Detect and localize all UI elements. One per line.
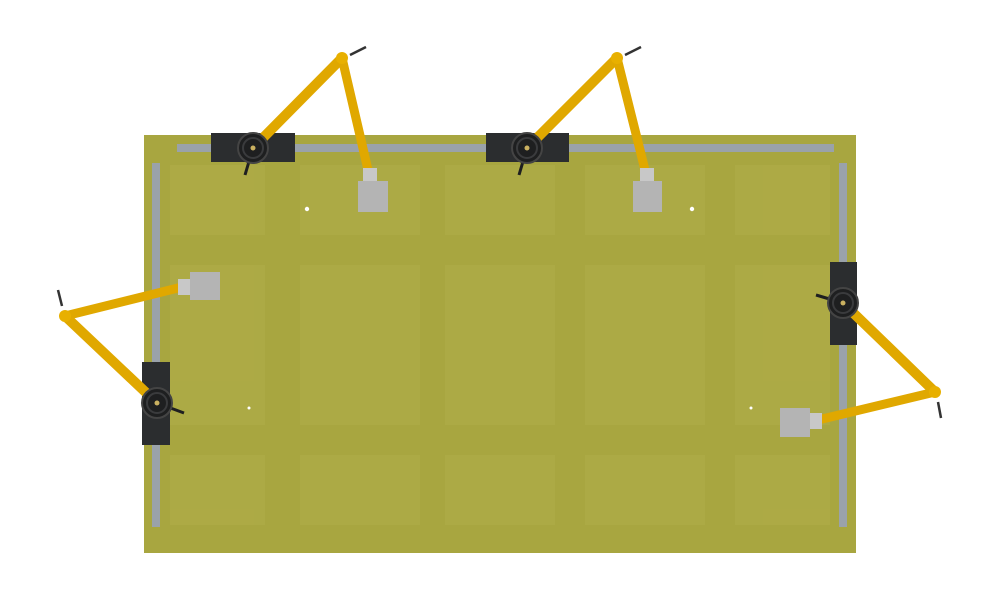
table-holes: [247, 206, 753, 410]
arm-top-left[interactable]: [211, 45, 388, 212]
arm-top-right[interactable]: [486, 45, 662, 212]
gripper-pad: [780, 408, 810, 437]
handwheel-icon: [141, 387, 173, 419]
handwheel-icon: [511, 132, 543, 164]
handwheel-icon: [827, 287, 859, 319]
handwheel-icon: [237, 132, 269, 164]
arm-left[interactable]: [56, 272, 220, 445]
gripper-pad: [633, 181, 662, 212]
gripper-pad: [358, 181, 388, 212]
gripper-pad: [190, 272, 220, 300]
left-rail: [152, 163, 160, 527]
arm-right[interactable]: [780, 262, 943, 437]
table-panels: [170, 165, 830, 525]
